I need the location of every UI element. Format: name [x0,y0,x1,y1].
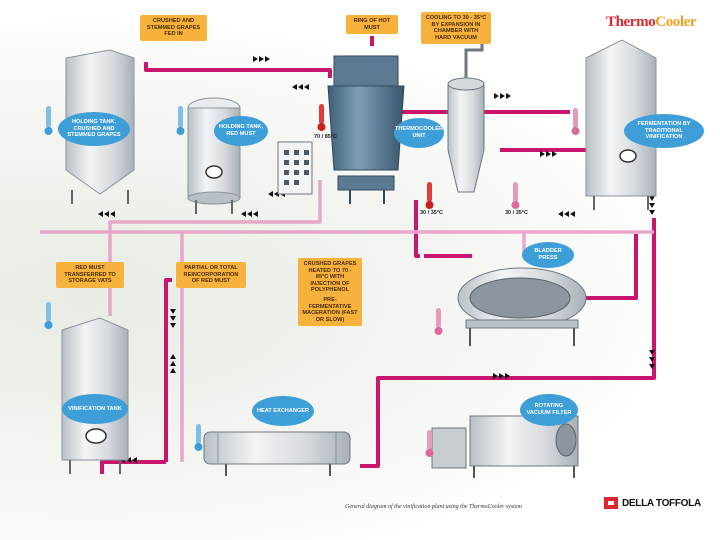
control-panel-icon [277,141,313,195]
label-red-must-storage: RED MUST TRANSFERRED TO STORAGE VATS [56,262,124,288]
flow-arrow-icon [170,309,176,328]
della-toffola-mark [604,497,618,509]
bubble-rotating-filter: ROTATING VACUUM FILTER [520,394,578,426]
pipe-filter-line [360,218,656,468]
tank-icon-fermentation [585,39,657,210]
bubble-thermocooler-unit: THERMOCOOLER UNIT [394,118,444,148]
thermometer-icon [425,182,434,209]
label-ring-of-hot-must: RING OF HOT MUST [346,15,398,35]
press-icon [457,267,587,346]
flow-arrow-icon [649,196,655,215]
logo-thermo: Thermo [606,14,656,30]
bubble-bladder-press: BLADDER PRESS [522,242,574,268]
bubble-holding-tank: HOLDING TANK, CRUSHED AND STEMMED GRAPES [58,112,130,146]
bubble-fermentation: FERMENTATION BY TRADITIONAL VINIFICATION [624,114,704,148]
logo-cooler: Cooler [655,14,697,30]
tank-icon-red-must [187,97,241,214]
temperature-cooling: 30 / 35°C [420,210,443,216]
thermometer-icon [511,182,520,209]
flow-arrow-icon [253,56,270,62]
label-crushed-grapes: CRUSHED AND STEMMED GRAPES FED IN [140,15,207,41]
flow-arrow-icon [98,211,115,217]
thermometer-icon [44,106,53,135]
flow-arrow-icon [540,151,557,157]
bubble-vinification-tank: VINIFICATION TANK [62,394,128,424]
della-toffola-logo: DELLA TOFFOLA [622,498,701,509]
thermometer-icon [176,106,185,135]
flow-arrow-icon [241,211,258,217]
thermometer-icon [194,424,203,451]
thermometer-icon [434,308,443,335]
pipe-vinification [100,460,166,474]
bubble-holding-red-must: HOLDING TANK, RED MUST [214,116,268,146]
label-pre-fermentative: PRE-FERMENTATIVE MACERATION (FAST OR SLO… [298,294,362,327]
label-cooling: COOLING TO 30 - 35°C BY EXPANSION IN CHA… [421,12,491,45]
temperature-heating: 70 / 85°C [314,134,337,140]
thermometer-icon [425,430,434,457]
bubble-heat-exchanger: HEAT EXCHANGER [252,396,314,426]
pipe-vertical-left [164,278,172,462]
pipe-feed-top [144,62,332,78]
exchanger-icon [203,431,351,476]
thermometer-icon [571,108,580,135]
flow-arrow-icon [292,84,309,90]
tank-icon-vinification [61,317,129,474]
diagram-caption: General diagram of the vinification plan… [345,504,522,510]
flow-arrow-icon [493,373,510,379]
flow-arrow-icon [494,93,511,99]
thermometer-icon [44,302,53,329]
label-partial-total: PARTIAL OR TOTAL REINCORPORATION OF RED … [176,262,246,288]
thermometer-icon-group [44,104,580,457]
flow-arrow-icon [558,211,575,217]
pipe-main-drop [414,200,420,258]
flow-arrow-icon-group [98,56,655,463]
temperature-fermentation: 30 / 35°C [505,210,528,216]
pipe-press-out [574,234,638,300]
thermocooler-logo: ThermoCooler [606,14,697,31]
flow-arrow-icon [649,350,655,369]
thermometer-icon [317,104,326,131]
vacuum-cooling-chamber [447,40,485,193]
thermocooler-heater-vessel [327,55,405,204]
flow-arrow-icon [170,354,176,373]
